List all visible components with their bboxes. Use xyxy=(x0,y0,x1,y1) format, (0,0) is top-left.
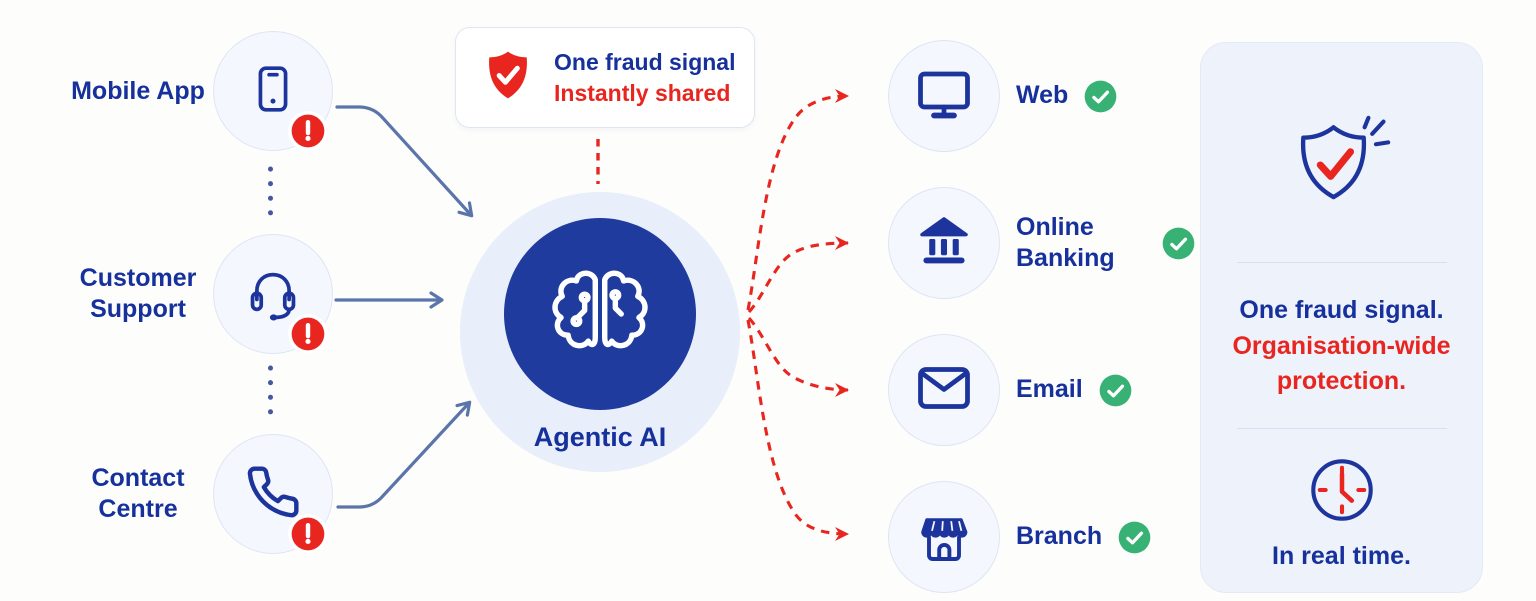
channel-bubble xyxy=(888,187,1000,299)
channel-bubble xyxy=(888,334,1000,446)
storefront-icon xyxy=(914,505,974,570)
card-subtitle: Instantly shared xyxy=(554,79,731,106)
channel-row-web: Web xyxy=(888,40,1117,152)
headset-icon xyxy=(242,261,304,328)
channel-bubble xyxy=(888,481,1000,593)
bank-icon xyxy=(915,212,973,275)
source-label: Customer Support xyxy=(79,264,197,323)
channel-label: Web xyxy=(1016,81,1069,110)
panel-divider xyxy=(1236,427,1447,429)
check-circle-icon xyxy=(1118,521,1151,554)
channel-row-online-banking: Online Banking xyxy=(888,187,1195,299)
exclamation-badge-icon xyxy=(291,517,325,551)
monitor-icon xyxy=(914,64,974,129)
clock-icon xyxy=(1301,449,1383,536)
source-bubble xyxy=(213,234,333,354)
hub-to-channel-arrows xyxy=(746,89,849,541)
source-row-contact-centre: Contact Centre xyxy=(63,434,333,554)
channel-bubble xyxy=(888,40,1000,152)
shield-check-outline-icon xyxy=(1267,99,1417,236)
source-label: Contact Centre xyxy=(91,464,185,523)
shield-check-icon xyxy=(482,49,534,106)
exclamation-badge-icon xyxy=(291,114,325,148)
exclamation-badge-icon xyxy=(291,317,325,351)
card-title: One fraud signal xyxy=(554,49,736,76)
agentic-ai-hub: Agentic AI xyxy=(460,192,740,472)
check-circle-icon xyxy=(1084,80,1117,113)
brain-circuit-icon xyxy=(504,218,696,410)
phone-icon xyxy=(245,464,301,525)
panel-headline-emphasis: Organisation-wide protection. xyxy=(1232,331,1451,396)
source-row-customer-support: Customer Support xyxy=(63,234,333,354)
check-circle-icon xyxy=(1162,227,1195,260)
channel-label: Online Banking xyxy=(1016,212,1115,272)
source-bubble xyxy=(213,31,333,151)
source-to-hub-arrows xyxy=(334,105,474,509)
summary-panel: One fraud signal. Organisation-wide prot… xyxy=(1200,42,1483,593)
channel-row-email: Email xyxy=(888,334,1132,446)
panel-headline-primary: One fraud signal. xyxy=(1239,296,1444,324)
source-label: Mobile App xyxy=(71,76,205,105)
panel-divider xyxy=(1236,262,1447,263)
check-circle-icon xyxy=(1099,374,1132,407)
fraud-signal-card: One fraud signal Instantly shared xyxy=(455,27,755,128)
channel-row-branch: Branch xyxy=(888,481,1151,593)
smartphone-icon xyxy=(247,63,299,120)
panel-footer-text: In real time. xyxy=(1272,541,1411,570)
channel-label: Email xyxy=(1016,375,1083,404)
source-row-mobile-app: Mobile App xyxy=(63,31,333,151)
source-bubble xyxy=(213,434,333,554)
envelope-icon xyxy=(914,358,974,423)
channel-label: Branch xyxy=(1016,522,1103,551)
hub-label: Agentic AI xyxy=(533,422,667,452)
